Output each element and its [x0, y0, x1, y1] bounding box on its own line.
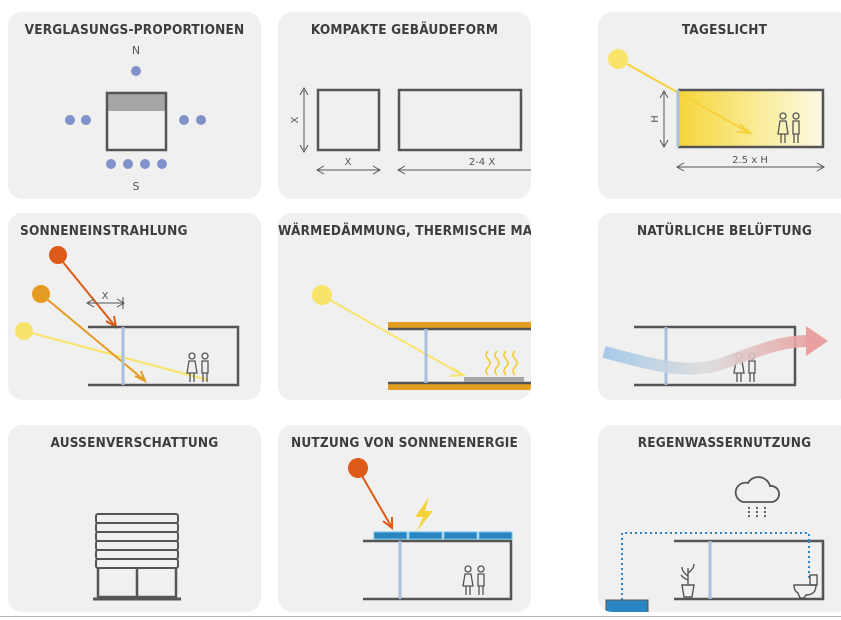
tile-compact-building-form: KOMPAKTE GEBÄUDEFORM X X 2-4 X — [278, 12, 531, 199]
square-building — [316, 88, 381, 152]
east-window-dot — [179, 115, 189, 125]
west-window-dot — [65, 115, 75, 125]
tile-glazing-proportions: VERGLASUNGS-PROPORTIONEN N S — [8, 12, 261, 199]
long-dimension-arrow — [396, 165, 406, 175]
tile-title-thermal-insulation: WÄRMEDÄMMUNG, THERMISCHE MASSE — [278, 223, 531, 239]
building-section — [674, 539, 825, 601]
solar-panels — [373, 531, 513, 540]
north-window-dot — [131, 66, 141, 76]
depth-dimension-arrow — [675, 162, 826, 172]
tile-solar-radiation: SONNENEINSTRAHLUNG X — [8, 213, 261, 400]
south-window-dot — [106, 159, 116, 169]
long-dimension-label: 2-4 X — [469, 157, 496, 168]
people-icon — [777, 112, 800, 143]
sun-icon — [348, 458, 368, 478]
plant-pot-icon — [680, 563, 695, 598]
rainwater-tank — [605, 599, 649, 612]
height-dimension-arrow — [659, 89, 669, 149]
building-section — [88, 325, 240, 387]
louver-blind-icon — [95, 513, 179, 569]
external-shading-illustration — [93, 513, 181, 601]
tile-solar-energy: NUTZUNG VON SONNENENERGIE — [278, 425, 531, 612]
width-dimension-arrow — [315, 165, 382, 175]
thermal-mass-floor — [464, 377, 524, 382]
glazing-proportions-illustration: N S — [65, 44, 206, 193]
bottom-rule — [0, 616, 841, 617]
compact-form-illustration: X X 2-4 X — [290, 86, 531, 175]
compass-north-label: N — [132, 44, 140, 57]
tile-title-external-shading: AUSSENVERSCHATTUNG — [50, 435, 219, 451]
room-section — [678, 88, 825, 149]
tile-title-daylight: TAGESLICHT — [681, 22, 768, 38]
thermal-insulation-illustration — [312, 285, 531, 390]
tile-daylight: TAGESLICHT H 2.5 x H — [598, 12, 841, 199]
tile-rainwater-use: REGENWASSERNUTZUNG — [598, 425, 841, 612]
overhang-dimension-arrow — [85, 298, 126, 308]
sun-ray — [322, 295, 462, 375]
tile-thermal-insulation: WÄRMEDÄMMUNG, THERMISCHE MASSE — [278, 213, 531, 400]
side-dimension-arrow — [299, 86, 309, 154]
daylight-zone — [678, 90, 823, 147]
tile-title-glazing: VERGLASUNGS-PROPORTIONEN — [24, 22, 245, 38]
solar-energy-illustration — [348, 458, 513, 601]
long-building — [397, 88, 523, 152]
rain-cloud-icon — [734, 476, 780, 517]
people-icon — [462, 565, 485, 595]
solar-radiation-illustration: X — [15, 246, 240, 387]
building-section — [634, 325, 797, 387]
width-dimension-label: X — [345, 157, 352, 168]
height-dimension-label: H — [650, 115, 661, 123]
sun-ray-arrowhead — [449, 367, 467, 377]
north-glazing-band — [107, 93, 166, 111]
sun-icon — [608, 49, 628, 69]
spring-sun-icon — [32, 285, 50, 303]
winter-sun-icon — [15, 322, 33, 340]
spring-sun-arrowhead — [134, 370, 147, 384]
south-window-dot — [157, 159, 167, 169]
west-window-dot — [81, 115, 91, 125]
summer-sun-ray — [57, 255, 116, 327]
tile-title-natural-ventilation: NATÜRLICHE BELÜFTUNG — [636, 223, 813, 239]
spring-sun-ray — [41, 294, 145, 381]
building-section — [388, 327, 531, 385]
tile-title-compact: KOMPAKTE GEBÄUDEFORM — [310, 22, 499, 38]
toilet-icon — [793, 574, 818, 599]
tile-external-shading: AUSSENVERSCHATTUNG — [8, 425, 261, 612]
tile-title-rainwater: REGENWASSERNUTZUNG — [637, 435, 812, 451]
east-window-dot — [196, 115, 206, 125]
heat-waves-icon — [485, 350, 518, 376]
sun-ray — [619, 59, 749, 133]
overhang-dimension-label: X — [102, 291, 109, 302]
rainwater-illustration — [605, 476, 825, 612]
south-window-dot — [140, 159, 150, 169]
summer-sun-icon — [49, 246, 67, 264]
sun-ray — [357, 468, 392, 527]
compass-south-label: S — [133, 180, 140, 193]
depth-dimension-label: 2.5 x H — [732, 155, 768, 166]
rainwater-pipe — [621, 532, 810, 602]
south-window-dot — [123, 159, 133, 169]
sun-ray-arrowhead — [382, 517, 393, 531]
building-section — [363, 539, 513, 601]
natural-ventilation-illustration — [602, 325, 828, 387]
tile-natural-ventilation: NATÜRLICHE BELÜFTUNG — [598, 213, 841, 400]
airflow-arrow — [602, 335, 809, 375]
airflow-arrowhead — [806, 326, 828, 356]
sun-icon — [312, 285, 332, 305]
sun-ray-arrowhead — [736, 123, 753, 135]
building-plan — [105, 91, 168, 152]
insulation-layer — [388, 322, 531, 390]
side-dimension-label: X — [290, 116, 301, 123]
people-icon — [186, 352, 209, 382]
tile-title-solar-energy: NUTZUNG VON SONNENENERGIE — [291, 435, 518, 451]
daylight-illustration: H 2.5 x H — [608, 49, 826, 172]
lightning-icon — [415, 497, 433, 531]
tile-title-solar-radiation: SONNENEINSTRAHLUNG — [20, 223, 188, 239]
